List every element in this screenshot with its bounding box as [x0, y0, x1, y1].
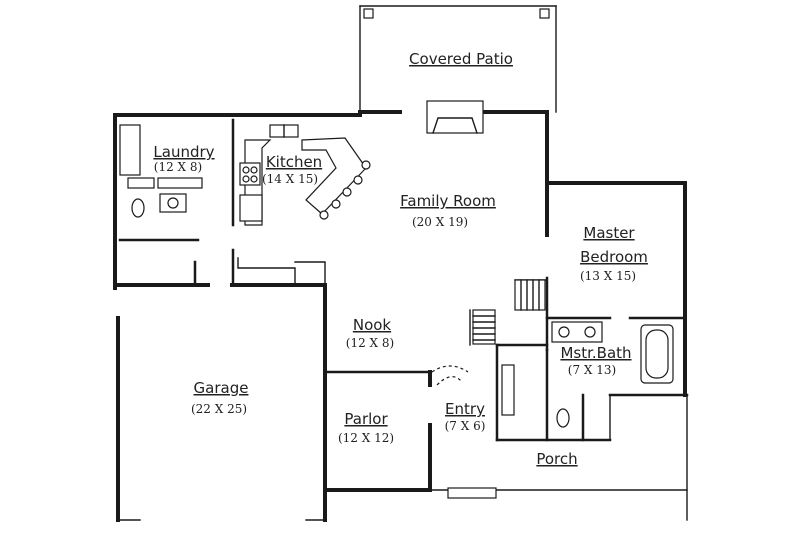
mstr-bath-size: (7 X 13): [568, 363, 616, 377]
laundry-shelf: [157, 177, 203, 189]
covered-patio-label: Covered Patio: [409, 50, 513, 68]
bar-stool-icon: [361, 160, 371, 170]
toilet-icon: [131, 198, 145, 218]
entry-label: Entry: [445, 400, 485, 418]
stove-icon: [239, 162, 261, 186]
parlor-size: (12 X 12): [338, 431, 394, 445]
toilet-icon: [556, 408, 570, 428]
bar-stool-icon: [319, 210, 329, 220]
kitchen-fixtures: [239, 124, 371, 226]
bar-stool-icon: [353, 175, 363, 185]
covered-patio-structure: [359, 5, 557, 113]
master-bedroom-label: Master: [583, 224, 635, 242]
garage-label: Garage: [194, 379, 249, 397]
laundry-size: (12 X 8): [154, 160, 202, 174]
bar-stool-icon: [342, 187, 352, 197]
patio-post-left: [363, 8, 374, 19]
interior-walls: [118, 118, 687, 442]
fireplace: [426, 100, 484, 134]
sink-icon: [584, 326, 596, 338]
sink-icon: [558, 326, 570, 338]
parlor-label: Parlor: [344, 410, 388, 428]
master-bedroom-label-2: Bedroom: [580, 248, 648, 266]
entry-size: (7 X 6): [445, 419, 486, 433]
porch-label: Porch: [536, 450, 577, 468]
mstr-bath-label: Mstr.Bath: [560, 344, 631, 362]
porch-step: [447, 487, 497, 499]
laundry-cabinet: [119, 124, 141, 176]
master-bath-fixtures: [501, 321, 674, 428]
kitchen-island: [301, 137, 367, 215]
bar-stool-icon: [331, 199, 341, 209]
laundry-label: Laundry: [153, 143, 214, 161]
kitchen-size: (14 X 15): [262, 172, 318, 186]
garage-size: (22 X 25): [191, 402, 247, 416]
closet-shelf: [501, 364, 515, 416]
exterior-walls: [113, 100, 689, 522]
kitchen-label: Kitchen: [266, 153, 322, 171]
family-room-label: Family Room: [400, 192, 496, 210]
staircase: [431, 279, 546, 386]
refrigerator-icon: [239, 194, 263, 222]
laundry-counter: [127, 177, 155, 189]
room-labels: Covered Patio Laundry (12 X 8) Kitchen (…: [153, 50, 648, 468]
master-bedroom-size: (13 X 15): [580, 269, 636, 283]
nook-size: (12 X 8): [346, 336, 394, 350]
nook-label: Nook: [353, 316, 392, 334]
laundry-fixtures: [119, 124, 203, 218]
family-room-size: (20 X 19): [412, 215, 468, 229]
patio-post-right: [539, 8, 550, 19]
